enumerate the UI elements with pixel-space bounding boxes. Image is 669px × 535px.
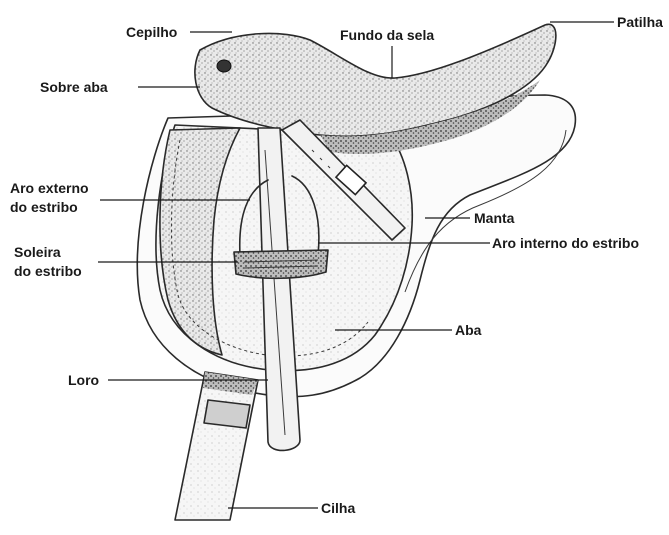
girth-strap — [175, 372, 258, 520]
label-aba: Aba — [455, 322, 482, 338]
label-patilha: Patilha — [617, 14, 663, 30]
label-sobre-aba: Sobre aba — [40, 79, 108, 95]
label-cilha: Cilha — [321, 500, 355, 516]
label-soleira-line1: Soleira — [14, 244, 61, 260]
label-aro-interno: Aro interno do estribo — [492, 235, 639, 251]
label-cepilho: Cepilho — [126, 24, 177, 40]
girth-buckle — [204, 400, 250, 428]
stirrup-tread — [234, 250, 328, 278]
label-soleira-line2: do estribo — [14, 263, 82, 279]
label-aro-externo-line1: Aro externo — [10, 180, 89, 196]
pommel-nail — [217, 60, 231, 72]
label-manta: Manta — [474, 210, 515, 226]
label-loro: Loro — [68, 372, 99, 388]
label-aro-externo-line2: do estribo — [10, 199, 78, 215]
label-fundo-da-sela: Fundo da sela — [340, 27, 434, 43]
